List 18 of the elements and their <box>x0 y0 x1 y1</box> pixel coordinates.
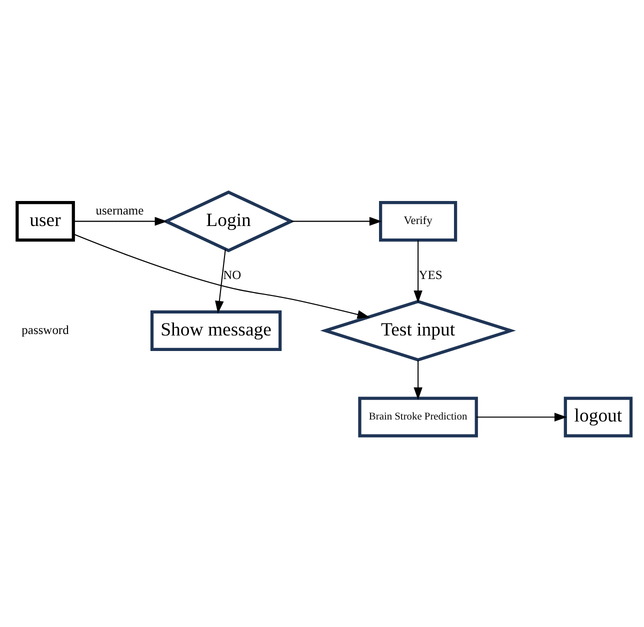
label: password <box>22 322 69 336</box>
node-box: logout <box>564 396 633 437</box>
edge-label: username <box>96 203 144 218</box>
node-diamond: Login <box>162 190 295 252</box>
arrow <box>291 216 382 226</box>
arrow <box>215 248 226 313</box>
node-diamond: Test input <box>320 299 516 361</box>
edge-label: NO <box>223 268 242 282</box>
node-box: Show message <box>150 310 282 350</box>
node-box: Brain Stroke Prediction <box>358 396 478 437</box>
arrow <box>414 240 422 302</box>
arrow <box>476 412 567 421</box>
node-box: Verify <box>379 200 458 242</box>
edge-label: YES <box>418 268 442 282</box>
node-box: user <box>16 200 75 242</box>
arrow <box>73 233 370 318</box>
arrow <box>74 216 168 226</box>
arrow <box>414 360 422 400</box>
